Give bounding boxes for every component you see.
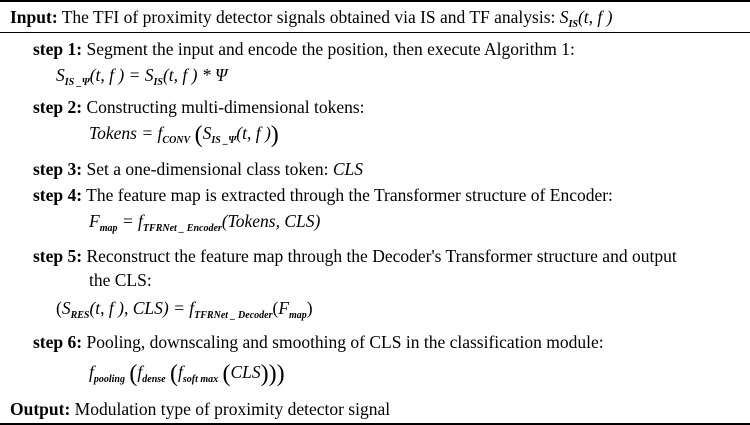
header-rule [0,32,750,33]
step-3-text: Set a one-dimensional class token: [86,159,329,179]
step-5-text: Reconstruct the feature map through the … [86,246,677,266]
output-line: Output: Modulation type of proximity det… [10,398,390,420]
step-3-line: step 3: Set a one-dimensional class toke… [33,158,363,180]
bottom-rule [0,423,750,425]
step-5-label: step 5: [33,246,83,266]
step-6-text: Pooling, downscaling and smoothing of CL… [86,332,604,352]
top-rule [0,0,750,2]
step-6-line: step 6: Pooling, downscaling and smoothi… [33,331,604,353]
step-3-label: step 3: [33,159,83,179]
step-2-text: Constructing multi-dimensional tokens: [86,97,365,117]
step-5-equation: (SRES(t, f ), CLS) = fTFRNet _ Decoder(F… [56,298,313,321]
step-1-equation: SIS _Ψ(t, f ) = SIS(t, f ) * Ψ [56,65,228,88]
input-line: Input: The TFI of proximity detector sig… [10,6,613,30]
step-5-line: step 5: Reconstruct the feature map thro… [33,245,677,267]
step-1-label: step 1: [33,39,83,59]
step-2-label: step 2: [33,97,83,117]
step-4-equation: Fmap = fTFRNet _ Encoder(Tokens, CLS) [89,211,321,234]
output-label: Output: [10,399,71,419]
step-4-label: step 4: [33,185,83,205]
input-label: Input: [10,7,58,27]
step-3-math: CLS [332,159,364,179]
step-4-text: The feature map is extracted through the… [86,185,613,205]
step-1-text: Segment the input and encode the positio… [86,39,575,59]
step-1-line: step 1: Segment the input and encode the… [33,38,575,60]
step-2-line: step 2: Constructing multi-dimensional t… [33,96,365,118]
step-6-equation: fpooling (fdense (fsoft max (CLS))) [89,361,285,387]
step-6-label: step 6: [33,332,83,352]
step-5-text-continued: the CLS: [89,270,152,290]
input-math: SIS(t, f ) [559,7,613,30]
input-text: The TFI of proximity detector signals ob… [61,7,556,27]
step-4-line: step 4: The feature map is extracted thr… [33,184,613,206]
step-2-equation: Tokens = fCONV (SIS _Ψ(t, f )) [89,122,279,148]
output-text: Modulation type of proximity detector si… [74,399,391,419]
